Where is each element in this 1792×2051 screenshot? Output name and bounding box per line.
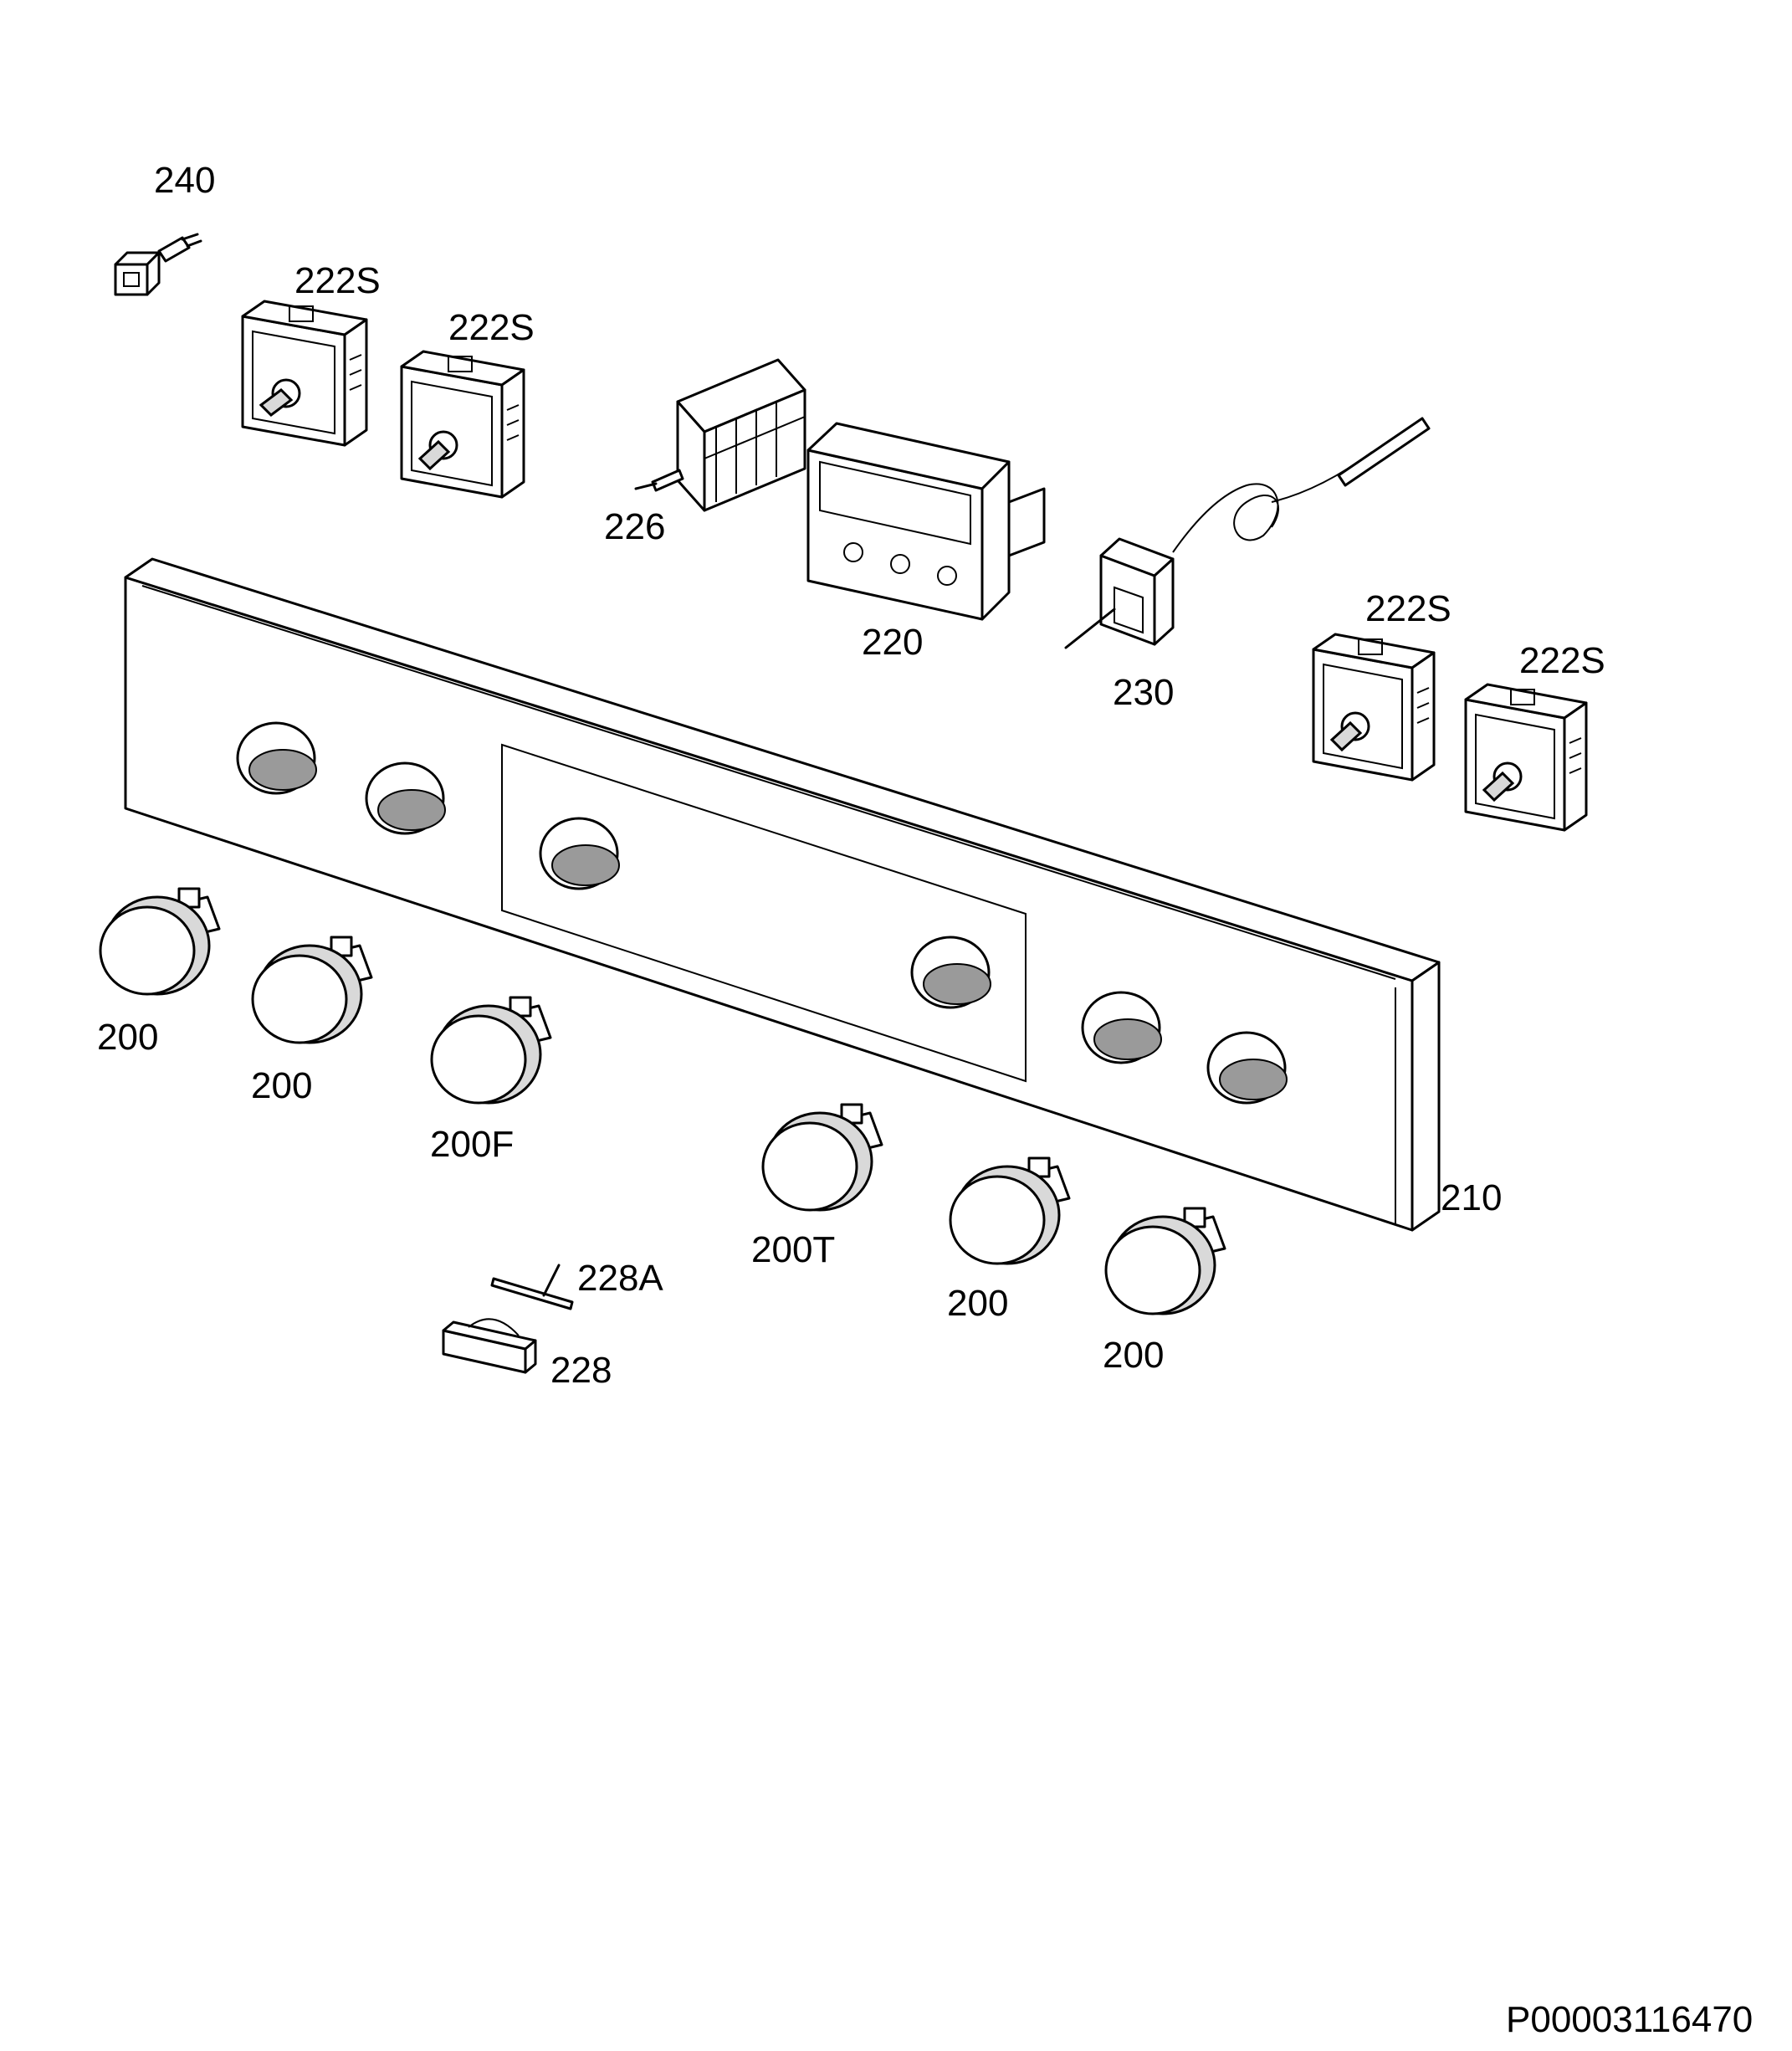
label-220: 220 bbox=[862, 622, 923, 663]
knob-200f bbox=[430, 996, 552, 1105]
part-222s-energy-regulator-b bbox=[400, 350, 525, 499]
part-210-control-panel bbox=[124, 557, 1441, 1232]
part-230-thermostat bbox=[1064, 417, 1431, 649]
part-222s-energy-regulator-d bbox=[1464, 683, 1588, 832]
label-230: 230 bbox=[1113, 672, 1174, 713]
knob-200-a bbox=[99, 887, 221, 996]
panel-knob-holes bbox=[236, 721, 1288, 1105]
label-200-b: 200 bbox=[251, 1065, 312, 1106]
label-240: 240 bbox=[154, 160, 215, 201]
part-222s-energy-regulator-c bbox=[1312, 633, 1436, 782]
part-220-timer bbox=[806, 422, 1046, 621]
label-222s-c: 222S bbox=[1365, 588, 1452, 629]
label-226: 226 bbox=[604, 506, 665, 547]
label-222s-d: 222S bbox=[1519, 640, 1605, 681]
knob-200-b bbox=[251, 936, 373, 1044]
label-200f: 200F bbox=[430, 1124, 514, 1165]
label-200-a: 200 bbox=[97, 1017, 158, 1058]
knob-200-c bbox=[949, 1156, 1071, 1265]
part-226-bracket bbox=[634, 358, 806, 512]
knob-200t bbox=[761, 1103, 883, 1212]
part-222s-energy-regulator-a bbox=[241, 300, 368, 447]
part-228-clip bbox=[442, 1318, 537, 1374]
label-222s-a: 222S bbox=[294, 260, 381, 301]
label-228: 228 bbox=[550, 1350, 612, 1391]
part-240-switch bbox=[114, 233, 202, 296]
reference-code: P00003116470 bbox=[1506, 1999, 1753, 2040]
part-228a-pin bbox=[490, 1264, 574, 1310]
label-228a: 228A bbox=[577, 1258, 663, 1299]
label-200-c: 200 bbox=[947, 1283, 1008, 1324]
knob-200-d bbox=[1104, 1207, 1226, 1315]
label-210: 210 bbox=[1441, 1177, 1502, 1218]
label-222s-b: 222S bbox=[448, 307, 535, 348]
label-200t: 200T bbox=[751, 1229, 835, 1270]
label-200-d: 200 bbox=[1103, 1335, 1164, 1376]
